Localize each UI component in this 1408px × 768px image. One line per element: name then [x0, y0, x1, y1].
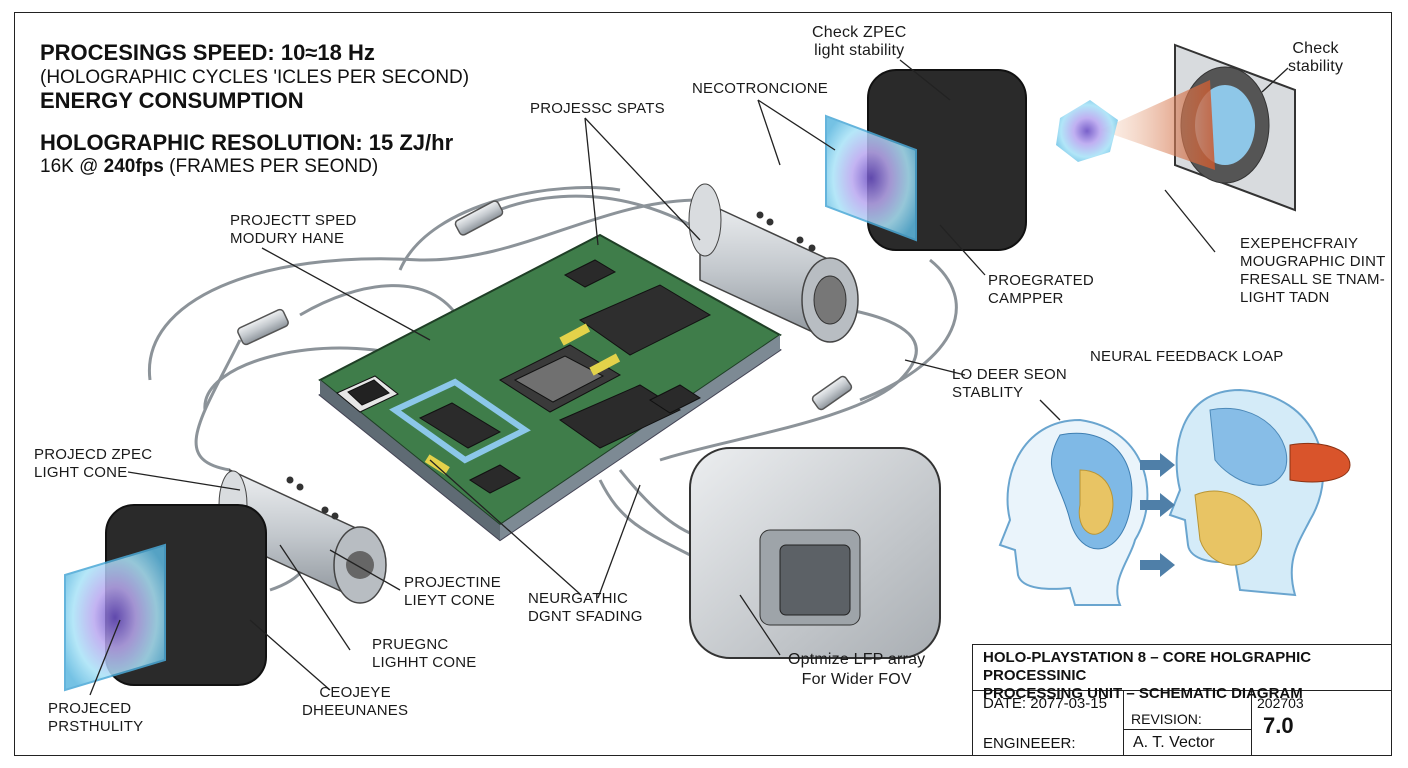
title-block-title: HOLO-PLAYSTATION 8 – CORE HOLGRAPHIC PRO…	[973, 645, 1391, 702]
top-right-projector	[1056, 43, 1296, 212]
label-line: For Wider FOV	[801, 671, 912, 688]
title-divider	[1251, 691, 1252, 755]
spec-frame-suffix: (FRAMES PER SEOND)	[163, 156, 379, 177]
label-line: DGNT SFADING	[528, 608, 643, 625]
spec-processing-speed: PROCESINGS SPEED: 10≈18 Hz	[40, 40, 375, 65]
label-necotroncione: NECOTRONCIONE	[692, 80, 828, 97]
spec-frame-rate: 16K @ 240fps (FRAMES PER SEOND)	[40, 155, 378, 179]
label-expeh: EXEPEHCFRAIY MOUGRAPHIC DINT FRESALL SE …	[1240, 235, 1386, 307]
label-lo-deer: LO DEER SEON STABLITY	[952, 366, 1067, 402]
label-check-stability: Check stability	[1288, 40, 1343, 76]
pcb-chips	[336, 259, 712, 494]
label-line: PROJECTT SPED	[230, 212, 357, 229]
label-line: PROJECED	[48, 700, 132, 717]
label-proegrated: PROEGRATED CAMPPER	[988, 272, 1094, 308]
upper-holo-lens	[825, 69, 1027, 251]
label-line: LO DEER SEON	[952, 366, 1067, 383]
label-line: MOUGRAPHIC DINT	[1240, 253, 1386, 270]
label-line: LIGHT TADN	[1240, 289, 1330, 306]
title-code: 202703	[1257, 695, 1304, 711]
title-line-2: PROCESSING UNIT – SCHEMATIC DIAGRAM	[983, 685, 1303, 702]
label-projecd-zpec: PROJECD ZPEC LIGHT CONE	[34, 446, 152, 482]
title-line-1: HOLO-PLAYSTATION 8 – CORE HOLGRAPHIC PRO…	[983, 649, 1312, 684]
label-line: LIGHT CONE	[34, 464, 128, 481]
label-line: stability	[1288, 58, 1344, 75]
laser-module	[689, 447, 941, 659]
label-line: LIEYT CONE	[404, 592, 495, 609]
label-line: PROEGRATED	[988, 272, 1094, 289]
label-line: PRUEGNC	[372, 636, 449, 653]
label-neurgathic: NEURGATHIC DGNT SFADING	[528, 590, 643, 626]
title-divider	[1123, 729, 1251, 730]
label-line: EXEPEHCFRAIY	[1240, 235, 1359, 252]
title-revision-label: REVISION:	[1131, 711, 1202, 727]
label-check-zpec: Check ZPEC light stability	[812, 24, 906, 60]
spec-cycles-note: (HOLOGRAPHIC CYCLES 'ICLES PER SECOND)	[40, 67, 470, 88]
label-line: PROJECD ZPEC	[34, 446, 153, 463]
spec-frame-bold: 240fps	[103, 156, 164, 177]
label-line: PRSTHULITY	[48, 718, 144, 735]
spec-resolution: HOLOGRAPHIC RESOLUTION: 15 ZJ/hr	[40, 130, 454, 155]
title-block: HOLO-PLAYSTATION 8 – CORE HOLGRAPHIC PRO…	[972, 644, 1392, 756]
label-line: CEOJEYE	[319, 684, 391, 701]
upper-projector-module	[688, 183, 859, 343]
label-projectine: PROJECTINE LIEYT CONE	[404, 574, 501, 610]
label-line: CAMPPER	[988, 290, 1064, 307]
label-line: FRESALL SE TNAM-	[1240, 271, 1385, 288]
label-projeced: PROJECED PRSTHULITY	[48, 700, 143, 736]
label-line: MODURY HANE	[230, 230, 345, 247]
label-projessc-spats: PROJESSC SPATS	[530, 100, 665, 117]
label-projectt-sped: PROJECTT SPED MODURY HANE	[230, 212, 357, 248]
pcb-gold-pads	[424, 323, 621, 475]
diagram-border	[14, 12, 1392, 756]
feedback-arrows	[1140, 453, 1175, 577]
lower-projector-module	[218, 468, 387, 604]
label-line: Optmize LFP array	[788, 651, 926, 668]
title-divider	[1123, 691, 1124, 755]
cable-connector	[237, 200, 853, 411]
label-optmize: Optmize LFP array For Wider FOV	[788, 650, 925, 690]
label-neural-feedback: NEURAL FEEDBACK LOAP	[1090, 348, 1284, 365]
spec-energy: ENERGY CONSUMPTION	[40, 88, 304, 113]
label-ceojeye: CEOJEYE DHEEUNANES	[302, 684, 408, 720]
label-line: DHEEUNANES	[302, 702, 409, 719]
title-engineer-label: ENGINEEER:	[983, 735, 1076, 752]
title-version: 7.0	[1263, 713, 1294, 738]
neural-head-right	[1168, 388, 1351, 597]
neural-head-left	[998, 418, 1149, 606]
label-line: STABLITY	[952, 384, 1024, 401]
label-line: Check	[1292, 40, 1339, 57]
leader-lines	[89, 59, 1289, 696]
label-pruegnc: PRUEGNC LIGHHT CONE	[372, 636, 476, 672]
label-line: LIGHHT CONE	[372, 654, 477, 671]
lower-holo-lens	[64, 504, 267, 692]
label-line: light stability	[814, 42, 905, 59]
label-line: NEURGATHIC	[528, 590, 629, 607]
label-line: Check ZPEC	[812, 24, 907, 41]
label-line: PROJECTINE	[404, 574, 502, 591]
title-date: DATE: 2077-03-15	[983, 695, 1107, 712]
spec-frame-prefix: 16K @	[40, 156, 104, 177]
title-engineer-name: A. T. Vector	[1133, 734, 1215, 751]
